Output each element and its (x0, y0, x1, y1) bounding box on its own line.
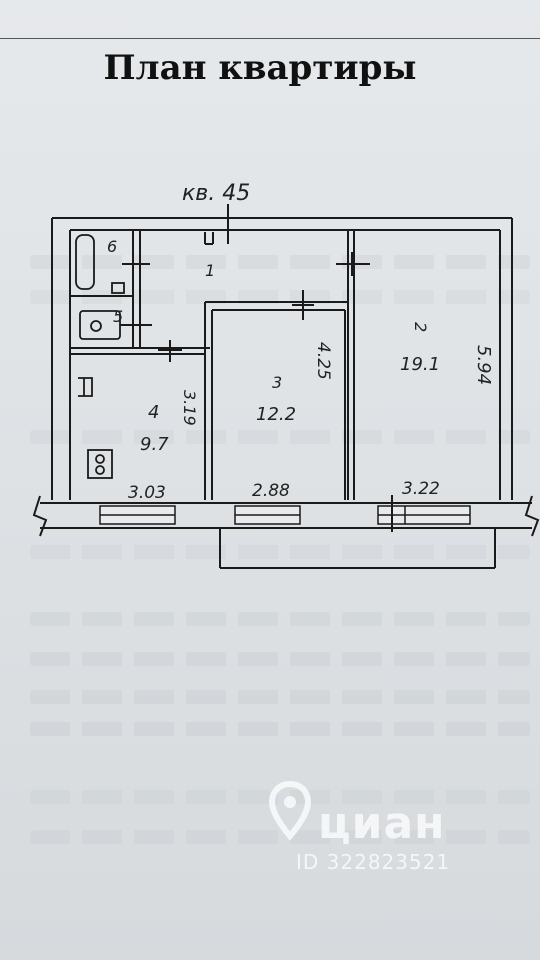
ghost-text-line (30, 290, 530, 304)
ghost-text-line (30, 612, 530, 626)
watermark: циан ID 322823521 (268, 780, 538, 890)
kitchen-sink-icon (78, 377, 93, 397)
ghost-text-line (30, 545, 530, 559)
room-2-number: 2 (411, 322, 430, 332)
ghost-text-line (30, 430, 530, 444)
room-3-number: 3 (272, 373, 282, 392)
watermark-id: ID 322823521 (296, 850, 451, 874)
ghost-text-line (30, 790, 530, 804)
page-title: План квартиры (103, 48, 417, 88)
plan-windows (99, 505, 471, 525)
dim-room4-length: 3.19 (180, 390, 199, 426)
apartment-label: кв. 45 (182, 181, 250, 206)
room-2-area: 19.1 (400, 354, 440, 375)
room-6-number: 6 (107, 237, 117, 256)
bathtub-icon (75, 234, 95, 290)
room-5-number: 5 (113, 307, 123, 326)
watermark-brand: циан (318, 798, 446, 849)
top-rule (0, 38, 540, 39)
ghost-text-line (30, 690, 530, 704)
stove-icon (87, 449, 113, 479)
room-1-number: 1 (205, 261, 215, 280)
dim-room3-width: 2.88 (252, 481, 290, 501)
ghost-text-line (30, 722, 530, 736)
location-pin-icon (268, 780, 312, 841)
dim-room2-length: 5.94 (473, 345, 494, 385)
dim-room4-width: 3.03 (128, 483, 166, 503)
sink-icon (111, 282, 125, 294)
dim-room3-length: 4.25 (313, 342, 333, 380)
plan-walls (32, 217, 540, 569)
ghost-text-line (30, 830, 530, 844)
plan-door-marks (120, 204, 393, 532)
ghost-text-line (30, 255, 530, 269)
room-4-number: 4 (148, 402, 159, 423)
room-4-area: 9.7 (140, 434, 169, 455)
dim-room2-width: 3.22 (402, 479, 440, 499)
room-3-area: 12.2 (256, 404, 296, 425)
plan-fixtures (75, 234, 125, 479)
toilet-icon (79, 310, 121, 340)
ghost-text-line (30, 652, 530, 666)
